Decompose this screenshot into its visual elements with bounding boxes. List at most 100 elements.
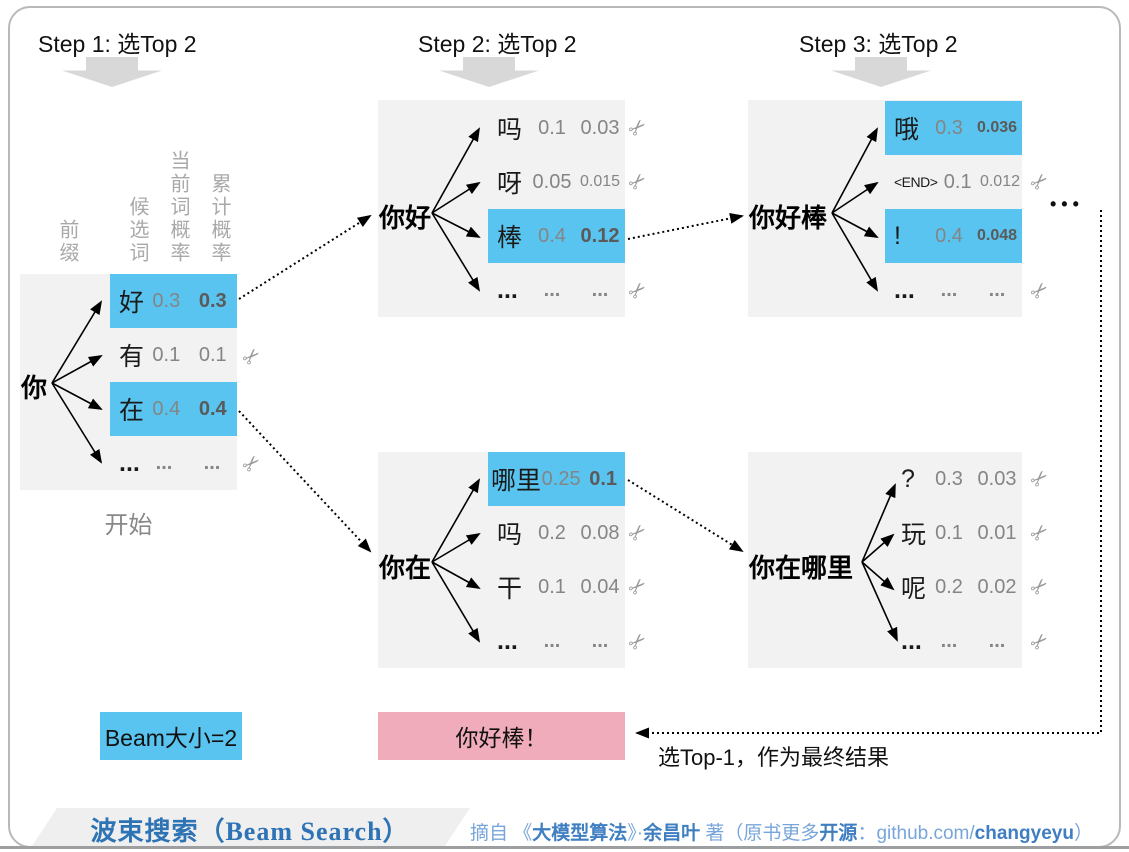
- current-prob: 0.05: [532, 170, 572, 193]
- column-header-cumulative-prob: 累计概率: [208, 173, 230, 265]
- start-caption: 开始: [104, 512, 153, 539]
- current-prob: 0.1: [943, 170, 972, 193]
- current-prob: ...: [543, 629, 561, 652]
- candidate-word: 哪里: [491, 467, 542, 495]
- current-prob: 0.4: [152, 397, 181, 420]
- attribution-text: 》·: [627, 823, 644, 844]
- current-prob: 0.3: [935, 116, 963, 139]
- current-prob: 0.2: [538, 521, 566, 544]
- candidate-row: ! 0.4 0.048: [885, 209, 1022, 263]
- candidate-word: 吗: [497, 116, 523, 144]
- candidate-row: 呀 0.05 0.015: [488, 155, 625, 209]
- candidate-word: ...: [894, 275, 915, 304]
- final-result-note: 选Top-1，作为最终结果: [658, 745, 890, 770]
- root-label-step3-bottom: 你在哪里: [749, 553, 854, 583]
- current-prob: ...: [940, 629, 958, 652]
- candidate-row: 干 0.1 0.04: [488, 560, 625, 614]
- current-prob: ...: [940, 278, 958, 301]
- cumulative-prob: 0.1: [198, 343, 227, 366]
- candidate-word: <END>: [894, 174, 938, 190]
- beam-size-badge: Beam大小=2: [100, 712, 242, 760]
- candidate-row: ? 0.3 0.03: [885, 452, 1022, 506]
- current-prob: ...: [543, 278, 561, 301]
- slide-bottom-edge: [0, 846, 1129, 849]
- cumulative-prob: ...: [988, 629, 1006, 652]
- root-label-step2-bottom: 你在: [379, 553, 432, 583]
- candidate-word: 棒: [497, 224, 523, 252]
- attribution-text: ）: [1073, 823, 1093, 844]
- candidate-word: 玩: [901, 521, 927, 549]
- candidate-row: ... ... ...: [488, 614, 625, 668]
- candidate-word: ...: [901, 626, 922, 655]
- cumulative-prob: 0.015: [579, 173, 621, 190]
- candidate-row: <END> 0.1 0.012: [885, 155, 1022, 209]
- candidate-row: ... ... ...: [110, 436, 237, 490]
- cumulative-prob: 0.3: [198, 289, 227, 312]
- candidate-word: !: [894, 221, 901, 250]
- candidate-word: 哦: [894, 116, 920, 144]
- candidate-row: 哦 0.3 0.036: [885, 101, 1022, 155]
- column-header-candidate: 候选词: [126, 196, 148, 265]
- candidate-row: 吗 0.2 0.08: [488, 506, 625, 560]
- current-prob: 0.3: [935, 467, 963, 490]
- candidate-row: ... ... ...: [488, 263, 625, 317]
- cumulative-prob: 0.1: [589, 467, 618, 490]
- candidate-row: 哪里 0.25 0.1: [488, 452, 625, 506]
- current-prob: 0.4: [935, 224, 963, 247]
- footer-band: [32, 808, 470, 846]
- candidate-row: ... ... ...: [885, 614, 1022, 668]
- candidate-word: ...: [119, 448, 140, 477]
- candidate-row: 在 0.4 0.4: [110, 382, 237, 436]
- candidate-row: ... ... ...: [885, 263, 1022, 317]
- candidate-row: 吗 0.1 0.03: [488, 101, 625, 155]
- attribution-github-handle: changyeyu: [974, 823, 1074, 844]
- candidate-row: 棒 0.4 0.12: [488, 209, 625, 263]
- candidate-word: 有: [119, 343, 145, 371]
- final-result-box: 你好棒！: [378, 712, 625, 760]
- step2-bottom-panel: 哪里 0.25 0.1 吗 0.2 0.08 干 0.1 0.04 ... ..…: [378, 452, 625, 668]
- current-prob: 0.25: [541, 467, 581, 490]
- cumulative-prob: ...: [591, 629, 609, 652]
- candidate-row: 有 0.1 0.1: [110, 328, 237, 382]
- column-header-prefix: 前缀: [56, 219, 78, 265]
- more-ellipsis: •••: [1050, 194, 1084, 214]
- cumulative-prob: 0.08: [580, 521, 620, 544]
- current-prob: 0.1: [152, 343, 181, 366]
- cumulative-prob: 0.4: [198, 397, 227, 420]
- cumulative-prob: 0.012: [979, 173, 1020, 190]
- cumulative-prob: 0.02: [977, 575, 1017, 598]
- step2-top-panel: 吗 0.1 0.03 呀 0.05 0.015 棒 0.4 0.12 ... .…: [378, 100, 625, 317]
- cumulative-prob: ...: [988, 278, 1006, 301]
- current-prob: ...: [155, 451, 173, 474]
- candidate-word: ...: [497, 275, 518, 304]
- candidate-word: 在: [119, 397, 145, 425]
- step2-label: Step 2: 选Top 2: [418, 31, 577, 57]
- candidate-word: 呀: [497, 170, 523, 198]
- root-label-step1: 你: [21, 373, 48, 403]
- cumulative-prob: 0.03: [580, 116, 620, 139]
- candidate-word: 干: [497, 575, 523, 603]
- attribution-text: 摘自 《: [470, 823, 533, 844]
- current-prob: 0.1: [935, 521, 963, 544]
- cumulative-prob: 0.03: [977, 467, 1017, 490]
- current-prob: 0.1: [538, 575, 566, 598]
- current-prob: 0.4: [538, 224, 566, 247]
- current-prob: 0.3: [152, 289, 181, 312]
- attribution-book-title: 大模型算法: [532, 823, 628, 844]
- step1-panel: 好 0.3 0.3 有 0.1 0.1 在 0.4 0.4 ... ... ..…: [20, 274, 237, 490]
- attribution-text: ：github.com/: [857, 823, 975, 844]
- cumulative-prob: 0.04: [580, 575, 620, 598]
- step1-label: Step 1: 选Top 2: [38, 31, 197, 57]
- root-label-step2-top: 你好: [379, 203, 432, 233]
- attribution-author: 余昌叶: [643, 823, 701, 844]
- candidate-word: 好: [119, 289, 145, 317]
- step3-label: Step 3: 选Top 2: [799, 31, 958, 57]
- candidate-row: 玩 0.1 0.01: [885, 506, 1022, 560]
- root-label-step3-top: 你好棒: [749, 203, 828, 233]
- attribution-text: 著（原书更多: [700, 823, 820, 844]
- footer-title: 波束搜索（Beam Search）: [90, 817, 410, 846]
- candidate-word: ?: [901, 464, 915, 493]
- footer-attribution: 摘自 《大模型算法》·余昌叶 著（原书更多开源：github.com/chang…: [470, 818, 1093, 845]
- current-prob: 0.2: [935, 575, 963, 598]
